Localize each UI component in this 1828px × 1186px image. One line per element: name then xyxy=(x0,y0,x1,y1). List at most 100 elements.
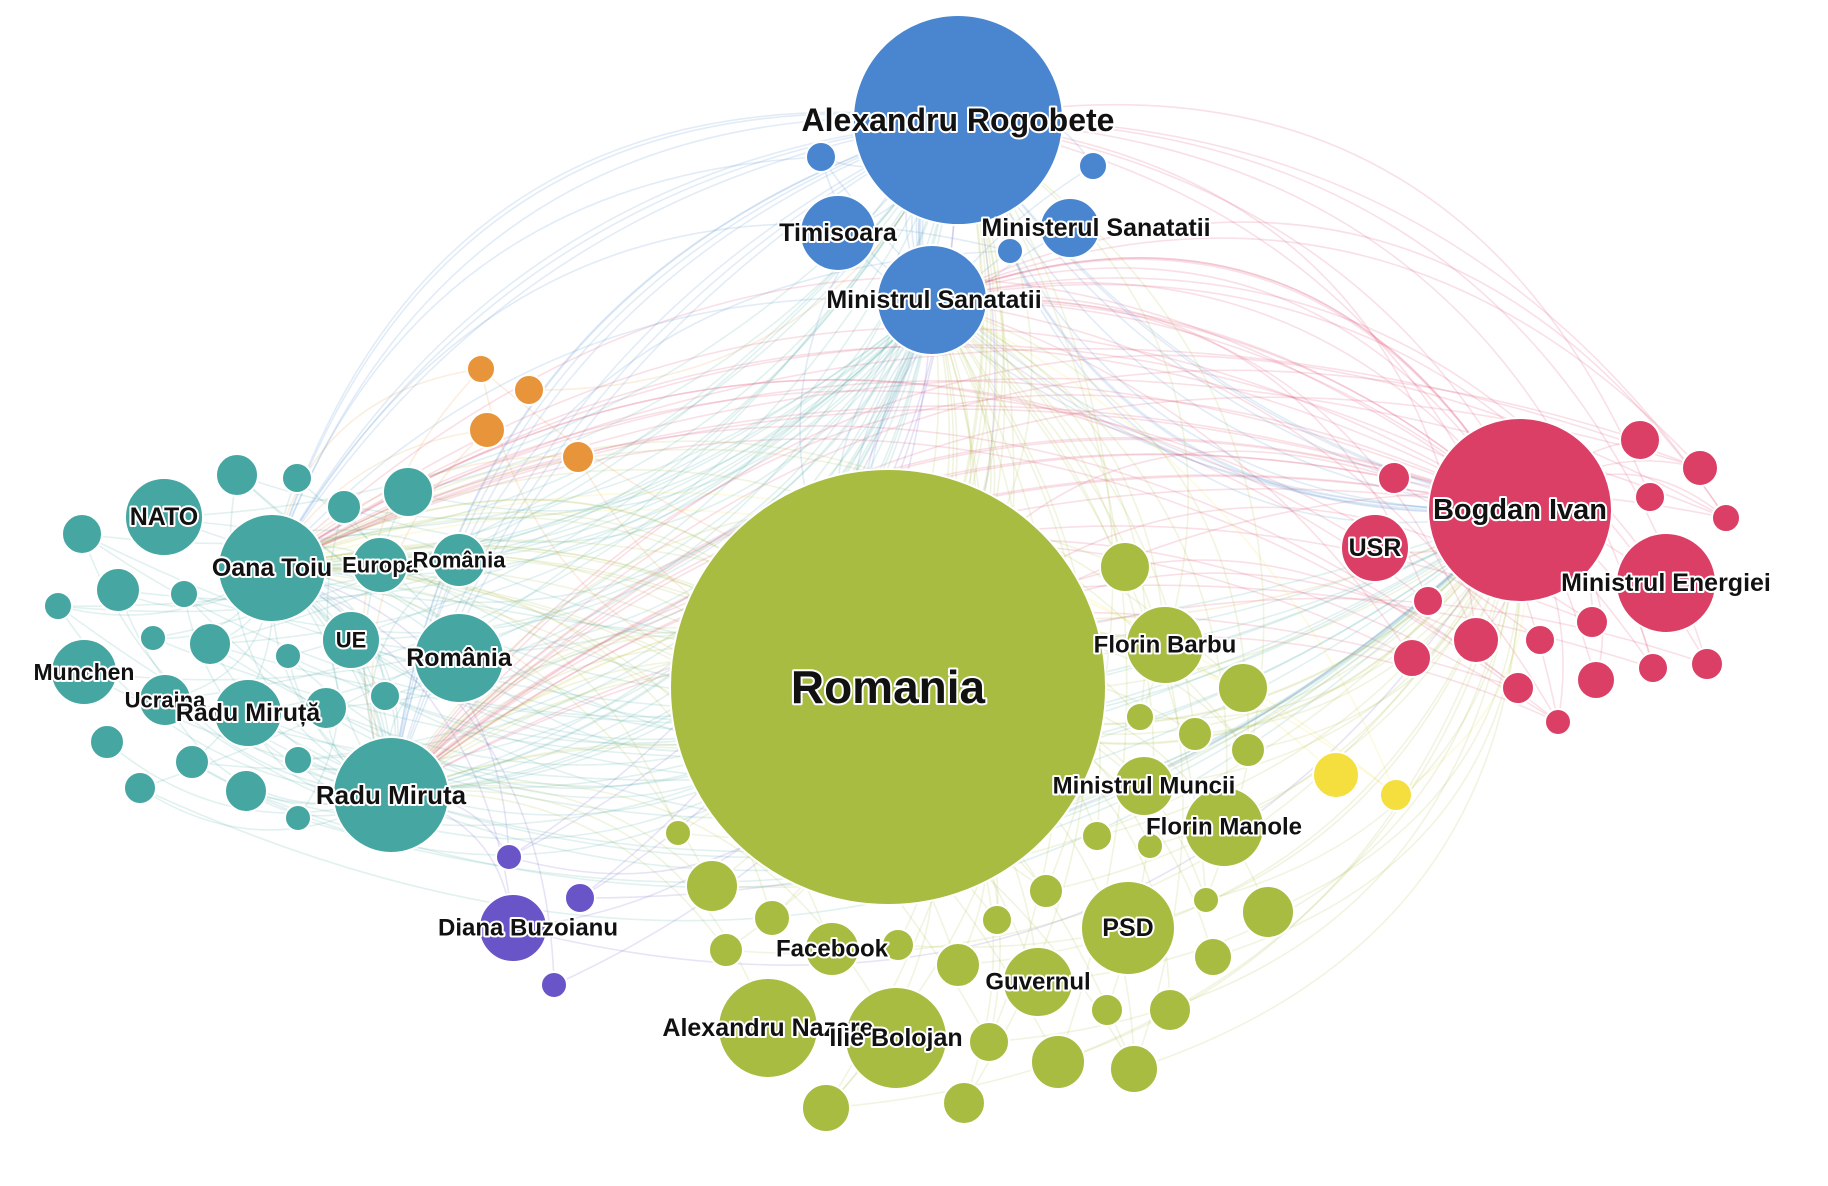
node-green-20[interactable] xyxy=(1148,988,1192,1032)
node-red-6[interactable] xyxy=(1412,585,1444,617)
node-oana-toiu[interactable] xyxy=(217,513,327,623)
node-green-9[interactable] xyxy=(1192,886,1220,914)
node-teal-16[interactable] xyxy=(283,745,313,775)
node-florin-barbu[interactable] xyxy=(1125,605,1205,685)
node-ministerul-sanatatii[interactable] xyxy=(1039,197,1101,259)
node-teal-17[interactable] xyxy=(123,771,157,805)
node-teal-1[interactable] xyxy=(215,453,259,497)
node-blue-1[interactable] xyxy=(805,141,837,173)
node-teal-3[interactable] xyxy=(326,489,362,525)
graph-edge xyxy=(458,119,959,561)
node-ministrul-sanatatii[interactable] xyxy=(876,244,988,356)
node-purple-2[interactable] xyxy=(564,882,596,914)
node-green-1[interactable] xyxy=(1099,541,1151,593)
node-teal-11[interactable] xyxy=(274,642,302,670)
node-red-13[interactable] xyxy=(1637,652,1669,684)
node-teal-12[interactable] xyxy=(304,686,348,730)
node-teal-5[interactable] xyxy=(61,513,103,555)
node-europa[interactable] xyxy=(351,536,409,594)
graph-edge xyxy=(271,379,1429,602)
node-yellow-2[interactable] xyxy=(1379,778,1413,812)
node-orange-1[interactable] xyxy=(466,354,496,384)
node-green-24[interactable] xyxy=(801,1083,851,1133)
node-ministrul-energiei[interactable] xyxy=(1615,532,1717,634)
node-ucraina[interactable] xyxy=(138,673,192,727)
node-ue[interactable] xyxy=(321,610,381,670)
node-green-5[interactable] xyxy=(1230,732,1266,768)
node-green-14[interactable] xyxy=(708,932,744,968)
node-green-6[interactable] xyxy=(1081,820,1113,852)
node-psd[interactable] xyxy=(1080,880,1176,976)
node-red-8[interactable] xyxy=(1524,624,1556,656)
node-guvernul[interactable] xyxy=(1002,946,1074,1018)
node-green-23[interactable] xyxy=(1109,1044,1159,1094)
node-teal-19[interactable] xyxy=(284,804,312,832)
node-green-3[interactable] xyxy=(1125,702,1155,732)
node-green-2[interactable] xyxy=(1217,662,1269,714)
node-ministrul-muncii[interactable] xyxy=(1113,755,1175,817)
node-green-19[interactable] xyxy=(1090,993,1124,1027)
node-red-5[interactable] xyxy=(1711,503,1741,533)
node-green-12[interactable] xyxy=(685,859,739,913)
node-green-10[interactable] xyxy=(1193,937,1233,977)
node-bogdan-ivan[interactable] xyxy=(1427,417,1613,603)
node-green-11[interactable] xyxy=(664,819,692,847)
node-teal-8[interactable] xyxy=(169,579,199,609)
node-green-8[interactable] xyxy=(1241,885,1295,939)
node-green-13[interactable] xyxy=(753,899,791,937)
node-green-17[interactable] xyxy=(981,904,1013,936)
node-red-3[interactable] xyxy=(1681,449,1719,487)
node-blue-3[interactable] xyxy=(996,237,1024,265)
node-romania-ro-2[interactable] xyxy=(413,612,505,704)
node-green-25[interactable] xyxy=(942,1081,986,1125)
node-facebook[interactable] xyxy=(804,921,860,977)
node-green-15[interactable] xyxy=(881,928,915,962)
node-nato[interactable] xyxy=(124,477,204,557)
node-teal-18[interactable] xyxy=(224,769,268,813)
node-teal-4[interactable] xyxy=(382,466,434,518)
node-alexandru-rogobete[interactable] xyxy=(852,14,1064,226)
node-romania[interactable] xyxy=(669,468,1107,906)
node-purple-1[interactable] xyxy=(495,843,523,871)
node-green-21[interactable] xyxy=(968,1021,1010,1063)
node-alexandru-nazare[interactable] xyxy=(717,977,819,1079)
node-teal-13[interactable] xyxy=(369,680,401,712)
node-blue-2[interactable] xyxy=(1078,151,1108,181)
node-red-12[interactable] xyxy=(1576,660,1616,700)
node-florin-manole[interactable] xyxy=(1183,786,1265,868)
node-green-22[interactable] xyxy=(1030,1034,1086,1090)
node-orange-2[interactable] xyxy=(513,374,545,406)
node-teal-9[interactable] xyxy=(139,624,167,652)
node-diana-buzoianu[interactable] xyxy=(478,893,548,963)
node-radu-miruta[interactable] xyxy=(332,736,450,854)
node-green-7[interactable] xyxy=(1136,832,1164,860)
node-red-7[interactable] xyxy=(1452,616,1500,664)
node-teal-6[interactable] xyxy=(95,567,141,613)
node-radu-miruta-diac[interactable] xyxy=(213,678,283,748)
node-yellow-1[interactable] xyxy=(1312,751,1360,799)
node-usr[interactable] xyxy=(1340,513,1410,583)
node-teal-10[interactable] xyxy=(188,622,232,666)
node-red-9[interactable] xyxy=(1575,605,1609,639)
node-romania-ro-1[interactable] xyxy=(431,532,487,588)
node-green-18[interactable] xyxy=(935,942,981,988)
node-red-1[interactable] xyxy=(1377,461,1411,495)
node-orange-3[interactable] xyxy=(468,411,506,449)
node-timisoara[interactable] xyxy=(799,194,877,272)
node-orange-4[interactable] xyxy=(561,440,595,474)
node-red-2[interactable] xyxy=(1619,419,1661,461)
node-red-14[interactable] xyxy=(1690,647,1724,681)
node-teal-14[interactable] xyxy=(89,724,125,760)
node-teal-15[interactable] xyxy=(174,744,210,780)
node-purple-3[interactable] xyxy=(540,971,568,999)
node-red-10[interactable] xyxy=(1392,638,1432,678)
node-munchen[interactable] xyxy=(50,638,118,706)
node-green-16[interactable] xyxy=(1028,873,1064,909)
node-teal-7[interactable] xyxy=(43,591,73,621)
node-ilie-bolojan[interactable] xyxy=(844,986,948,1090)
node-red-11[interactable] xyxy=(1501,671,1535,705)
node-red-15[interactable] xyxy=(1544,708,1572,736)
node-green-4[interactable] xyxy=(1177,716,1213,752)
node-teal-2[interactable] xyxy=(281,462,313,494)
node-red-4[interactable] xyxy=(1634,481,1666,513)
